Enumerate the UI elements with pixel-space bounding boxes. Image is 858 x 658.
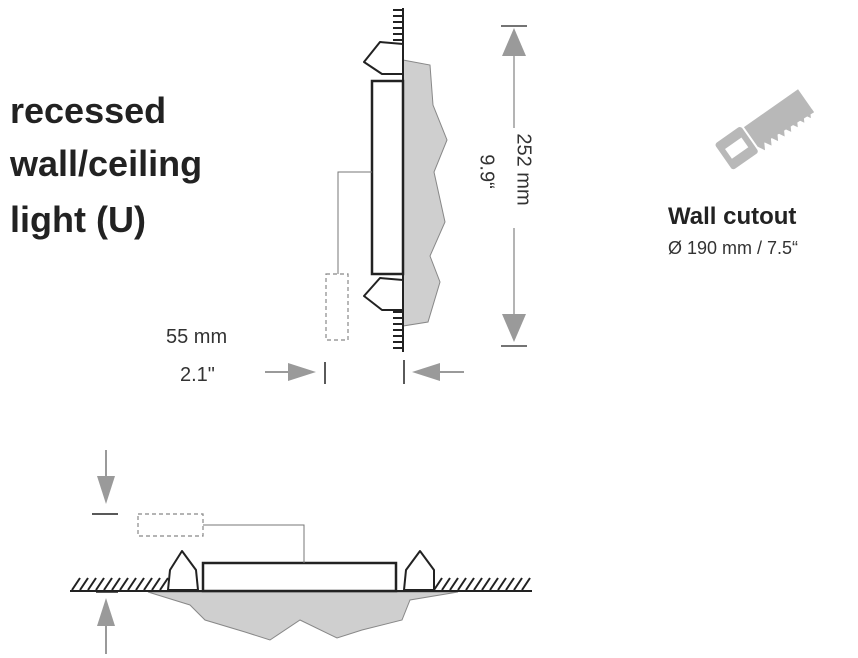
height-arrow-top-head xyxy=(502,28,526,56)
ceiling-depth-arrow-bottom-head xyxy=(97,598,115,626)
ceiling-section xyxy=(147,591,459,641)
ceiling-view xyxy=(70,450,532,654)
cutout-title: Wall cutout xyxy=(668,203,797,230)
depth-arrow-right-head xyxy=(412,363,440,381)
title-line-2: wall/ceiling xyxy=(10,143,203,184)
depth-metric-label: 55 mm xyxy=(166,326,228,348)
ceiling-depth-arrow-top-head xyxy=(97,476,115,504)
side-spring-clip-bottom xyxy=(363,277,404,311)
ceiling-lamp-housing xyxy=(201,561,398,593)
height-arrow-bottom-head xyxy=(502,314,526,342)
cutout-size: Ø 190 mm / 7.5“ xyxy=(668,238,799,258)
side-spring-clip-top xyxy=(363,41,404,75)
depth-arrow-left-head xyxy=(288,363,316,381)
side-lamp-housing xyxy=(370,79,405,276)
ceiling-hatch-left xyxy=(71,577,169,591)
ceiling-driver-box xyxy=(137,513,204,537)
ceiling-spring-clip-right xyxy=(403,550,435,591)
title-line-3: light (U) xyxy=(10,199,146,240)
side-wall-section xyxy=(402,59,448,327)
side-view xyxy=(265,8,527,384)
side-driver-box xyxy=(325,273,349,341)
ceiling-driver-cable xyxy=(203,524,305,563)
ceiling-spring-clip-left xyxy=(167,550,199,591)
side-driver-cable xyxy=(337,171,372,274)
saw-icon xyxy=(715,89,815,170)
ceiling-hatch-right xyxy=(433,577,531,591)
title-line-1: recessed xyxy=(10,90,167,131)
depth-imperial-label: 2.1" xyxy=(180,364,215,386)
